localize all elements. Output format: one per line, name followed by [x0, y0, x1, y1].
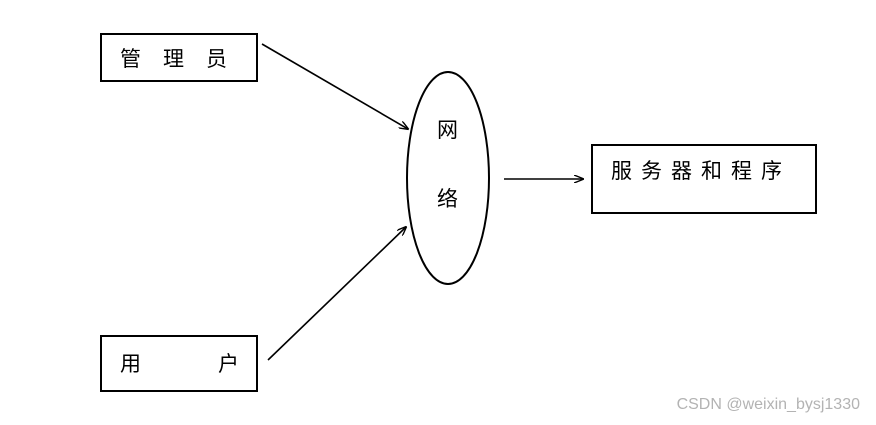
user-label-char-2: 户 [218, 352, 239, 376]
network-label-char-2: 络 [437, 187, 458, 211]
server-label: 服务器和程序 [611, 159, 791, 183]
admin-node: 管理员 [100, 33, 258, 82]
user-node: 用 户 [100, 335, 258, 392]
edge-user-to-network [267, 227, 406, 361]
network-node [406, 71, 490, 285]
edge-admin-to-network [261, 43, 408, 129]
user-label-char-1: 用 [120, 352, 141, 376]
server-node: 服务器和程序 [591, 144, 817, 214]
watermark: CSDN @weixin_bysj1330 [676, 396, 860, 413]
admin-label: 管理员 [120, 47, 249, 71]
network-label-char-1: 网 [437, 118, 458, 142]
